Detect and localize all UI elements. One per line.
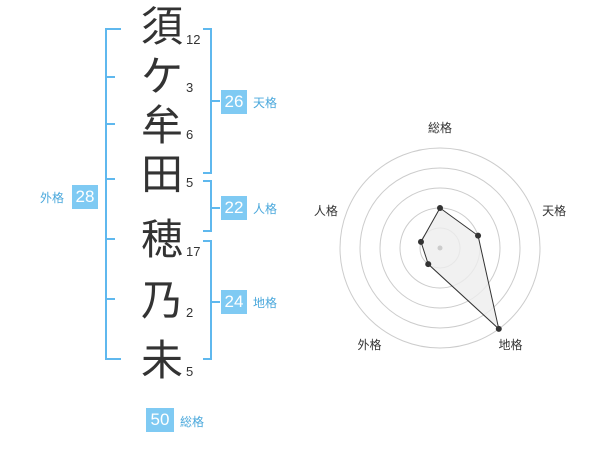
radar-center-dot (437, 245, 443, 251)
tenkaku-label: 天格 (253, 96, 278, 110)
name-char-6: 乃 (140, 276, 183, 325)
radar-grid-ring-5 (339, 147, 541, 349)
radar-axis-label-5: 人格 (314, 203, 338, 218)
name-char-1: 須 (140, 2, 183, 51)
gaikaku-label: 外格 (40, 191, 65, 205)
radar-grid-ring-4 (359, 167, 521, 329)
radar-point-4 (425, 261, 432, 268)
stroke-count-6: 2 (186, 305, 194, 320)
stroke-count-2: 3 (186, 80, 194, 95)
stroke-count-7: 5 (186, 364, 194, 379)
tenkaku-value-badge: 26 (221, 90, 247, 114)
radar-point-5 (417, 238, 424, 245)
name-char-2: ケ (140, 52, 183, 101)
radar-axis-label-4: 外格 (357, 337, 381, 352)
chikaku-label: 地格 (253, 296, 278, 310)
radar-axis-label-2: 天格 (542, 203, 566, 218)
gaikaku-value-badge: 28 (72, 185, 98, 209)
radar-axis-label-1: 総格 (428, 120, 452, 135)
stroke-count-4: 5 (186, 175, 194, 190)
stroke-count-3: 6 (186, 127, 194, 142)
soukaku-label: 総格 (180, 415, 205, 429)
radar-series-area (420, 207, 500, 331)
radar-grid-ring-3 (379, 187, 501, 309)
name-char-7: 未 (140, 336, 183, 385)
name-char-5: 穂 (140, 215, 183, 264)
name-char-3: 牟 (140, 101, 183, 150)
radar-point-1 (437, 205, 443, 211)
radar-axis-label-3: 地格 (499, 337, 523, 352)
radar-point-2 (475, 232, 482, 239)
jinkaku-label: 人格 (253, 202, 278, 216)
stroke-count-1: 12 (186, 32, 201, 47)
radar-point-3 (495, 325, 502, 332)
stroke-count-5: 17 (186, 244, 201, 259)
jinkaku-value-badge: 22 (221, 196, 247, 220)
soukaku-value-badge: 50 (146, 408, 174, 432)
chikaku-value-badge: 24 (221, 290, 247, 314)
name-char-4: 田 (140, 150, 183, 199)
